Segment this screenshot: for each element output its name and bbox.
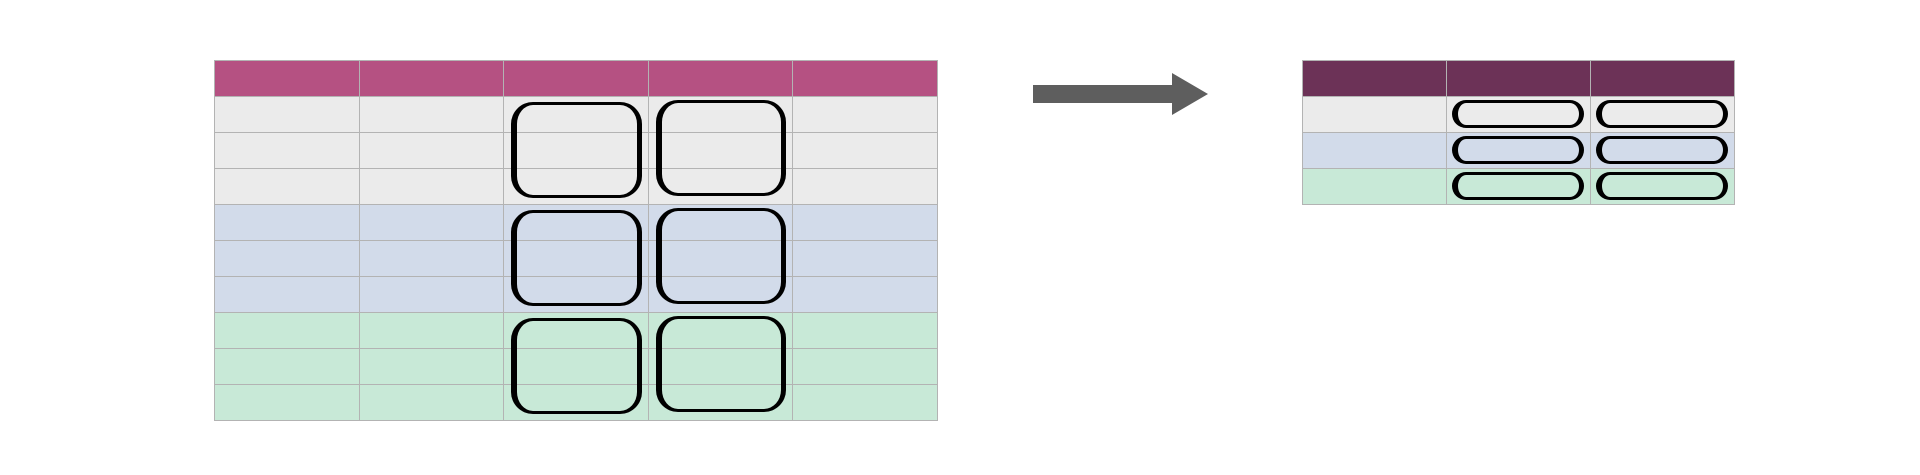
source-cell <box>792 168 938 205</box>
target-cell <box>1302 96 1447 133</box>
loop-outline-icon <box>655 100 787 196</box>
loop-outline-icon <box>655 208 787 304</box>
source-cell <box>214 168 360 205</box>
source-cell <box>358 132 505 169</box>
source-cell <box>358 312 505 349</box>
source-cell <box>214 348 360 385</box>
source-cell <box>792 348 938 385</box>
source-header-cell <box>503 60 649 97</box>
source-header-cell <box>792 60 938 97</box>
source-cell <box>214 132 360 169</box>
source-cell <box>214 312 360 349</box>
source-header-cell <box>358 60 505 97</box>
loop-outline-icon <box>511 318 642 414</box>
right-arrow-icon <box>1033 73 1208 115</box>
loop-outline-icon <box>1452 100 1584 128</box>
source-cell <box>792 312 938 349</box>
source-cell <box>792 384 938 421</box>
loop-outline-icon <box>511 210 642 306</box>
source-cell <box>792 132 938 169</box>
source-cell <box>358 348 505 385</box>
source-cell <box>503 240 649 277</box>
source-cell <box>358 168 505 205</box>
target-cell <box>1302 168 1447 205</box>
source-cell <box>503 132 649 169</box>
loop-outline-icon <box>1452 136 1584 164</box>
loop-outline-icon <box>511 102 642 198</box>
target-header-cell <box>1590 60 1735 97</box>
source-cell <box>358 384 505 421</box>
source-header-cell <box>647 60 794 97</box>
source-cell <box>214 384 360 421</box>
target-header-cell <box>1302 60 1447 97</box>
source-cell <box>792 276 938 313</box>
source-cell <box>214 204 360 241</box>
source-cell <box>792 240 938 277</box>
loop-outline-icon <box>1596 172 1728 200</box>
loop-outline-icon <box>1596 100 1728 128</box>
target-cell <box>1302 132 1447 169</box>
source-cell <box>358 240 505 277</box>
source-cell <box>358 96 505 133</box>
target-header-cell <box>1446 60 1591 97</box>
source-header-cell <box>214 60 360 97</box>
source-cell <box>358 204 505 241</box>
loop-outline-icon <box>655 316 787 412</box>
source-cell <box>647 240 794 277</box>
source-cell <box>792 96 938 133</box>
source-cell <box>214 240 360 277</box>
source-cell <box>214 276 360 313</box>
source-cell <box>214 96 360 133</box>
source-cell <box>792 204 938 241</box>
loop-outline-icon <box>1596 136 1728 164</box>
loop-outline-icon <box>1452 172 1584 200</box>
source-cell <box>358 276 505 313</box>
